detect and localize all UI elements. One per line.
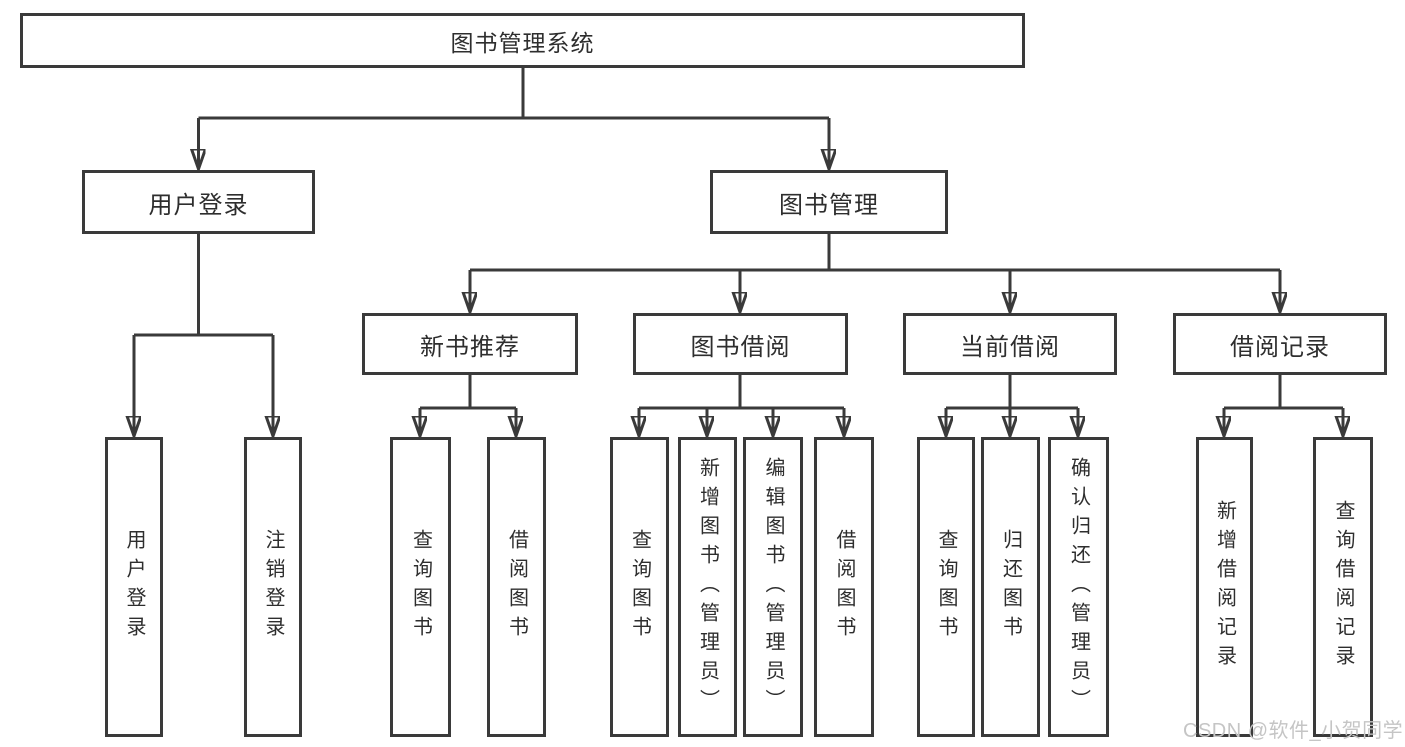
connector-book-borrow-children [639,375,844,436]
node-current-borrow: 当前借阅 [903,313,1117,375]
leaf-query-borrow-record: 查询借阅记录 [1313,437,1373,737]
leaf-add-borrow-record-label: 新增借阅记录 [1213,500,1236,674]
leaf-confirm-return-admin-label: 确认归还（管理员） [1067,456,1090,718]
node-library-system-label: 图书管理系统 [450,29,595,56]
leaf-query-books-current-label: 查询图书 [935,529,957,645]
node-library-system: 图书管理系统 [20,13,1025,68]
leaf-user-login: 用户登录 [105,437,163,737]
node-book-management-label: 图书管理 [779,191,879,219]
connector-book-management-children [470,234,1280,312]
leaf-logout: 注销登录 [244,437,302,737]
leaf-return-books-label: 归还图书 [999,529,1022,645]
node-book-borrow: 图书借阅 [633,313,848,375]
connector-new-book-children [420,375,516,436]
connector-user-login-children [134,234,273,436]
leaf-return-books: 归还图书 [981,437,1040,737]
leaf-confirm-return-admin: 确认归还（管理员） [1048,437,1109,737]
node-new-book-recommend-label: 新书推荐 [420,333,520,361]
leaf-query-books-current: 查询图书 [917,437,975,737]
leaf-borrow-books-recommend-label: 借阅图书 [505,529,528,645]
node-new-book-recommend: 新书推荐 [362,313,578,375]
node-user-login: 用户登录 [82,170,315,234]
leaf-borrow-books-label: 借阅图书 [833,529,855,645]
leaf-logout-label: 注销登录 [262,529,284,645]
node-book-management: 图书管理 [710,170,948,234]
node-borrow-records: 借阅记录 [1173,313,1387,375]
csdn-watermark: CSDN @软件_小贺同学 [1183,720,1404,742]
node-user-login-label: 用户登录 [148,191,249,219]
node-current-borrow-label: 当前借阅 [960,333,1060,361]
leaf-add-books-admin: 新增图书（管理员） [678,437,737,737]
leaf-borrow-books: 借阅图书 [814,437,874,737]
leaf-user-login-label: 用户登录 [123,529,145,645]
leaf-query-borrow-record-label: 查询借阅记录 [1332,500,1354,674]
leaf-borrow-books-recommend: 借阅图书 [487,437,546,737]
leaf-query-books-recommend: 查询图书 [390,437,451,737]
connector-borrow-record-children [1224,375,1343,436]
node-borrow-records-label: 借阅记录 [1230,333,1330,361]
node-book-borrow-label: 图书借阅 [690,333,791,361]
leaf-query-books-recommend-label: 查询图书 [409,529,432,645]
leaf-edit-books-admin-label: 编辑图书（管理员） [762,456,784,718]
leaf-query-books-borrow: 查询图书 [610,437,669,737]
leaf-add-borrow-record: 新增借阅记录 [1196,437,1253,737]
connector-current-borrow-children [946,375,1078,436]
connector-root-to-level2 [199,68,830,169]
leaf-edit-books-admin: 编辑图书（管理员） [743,437,803,737]
leaf-query-books-borrow-label: 查询图书 [628,529,651,645]
leaf-add-books-admin-label: 新增图书（管理员） [696,456,719,718]
